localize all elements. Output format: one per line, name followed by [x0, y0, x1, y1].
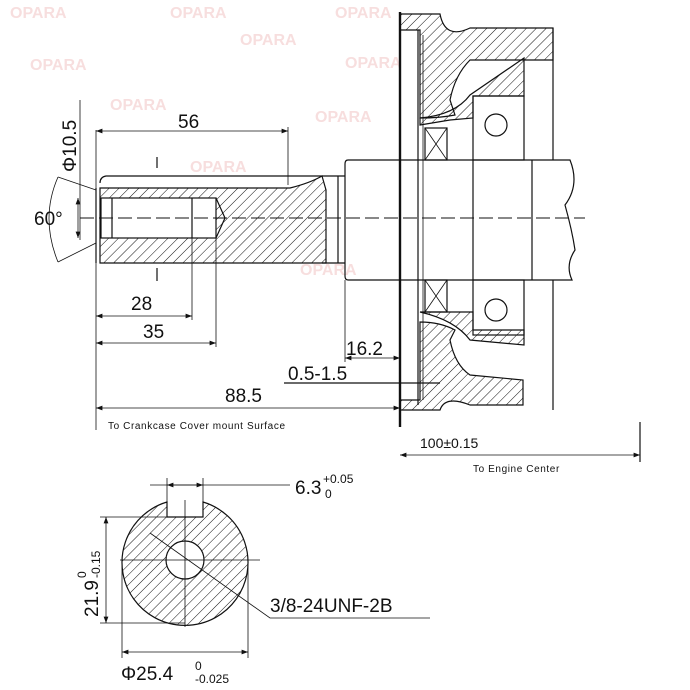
watermark: OPARA [190, 159, 247, 176]
watermark: OPARA [10, 5, 67, 22]
note-engine-center: To Engine Center [473, 464, 560, 475]
watermark: OPARA [300, 262, 357, 279]
dim-16-2: 16.2 [346, 339, 383, 360]
dim-key-width-tol-lower: 0 [325, 487, 332, 501]
dim-key-depth-tol-lower: -0.15 [89, 550, 103, 578]
crankshaft [80, 157, 585, 281]
thread-spec: 3/8-24UNF-2B [270, 596, 393, 617]
dim-100: 100±0.15 [420, 435, 479, 451]
dim-angle-60: 60° [34, 209, 63, 230]
dim-shaft-dia: Φ25.4 [121, 664, 174, 685]
note-crankcase-cover: To Crankcase Cover mount Surface [108, 421, 286, 432]
dim-key-depth-tol-upper: 0 [75, 571, 89, 578]
dim-phi-10-5: Φ10.5 [60, 120, 81, 172]
dim-0-5-1-5: 0.5-1.5 [288, 364, 347, 385]
watermark: OPARA [345, 55, 402, 72]
crankcase-cover-section [398, 12, 554, 427]
dim-56: 56 [178, 112, 199, 133]
watermark: OPARA [240, 32, 297, 49]
dim-key-width: 6.3 [295, 478, 321, 499]
dim-key-width-tol-upper: +0.05 [323, 472, 354, 486]
watermark: OPARA [315, 109, 372, 126]
watermark: OPARA [170, 5, 227, 22]
dim-key-depth: 21.9 [82, 580, 103, 617]
dim-shaft-dia-tol-upper: 0 [195, 659, 202, 673]
shaft-cross-section [100, 478, 430, 658]
dim-shaft-dia-tol-lower: -0.025 [195, 672, 229, 686]
dim-88-5: 88.5 [225, 386, 262, 407]
dim-28: 28 [131, 294, 152, 315]
watermarks: OPARA OPARA OPARA OPARA OPARA OPARA OPAR… [10, 5, 402, 279]
dimension-lines [48, 100, 641, 462]
dim-35: 35 [143, 322, 164, 343]
watermark: OPARA [30, 57, 87, 74]
watermark: OPARA [110, 97, 167, 114]
watermark: OPARA [335, 5, 392, 22]
